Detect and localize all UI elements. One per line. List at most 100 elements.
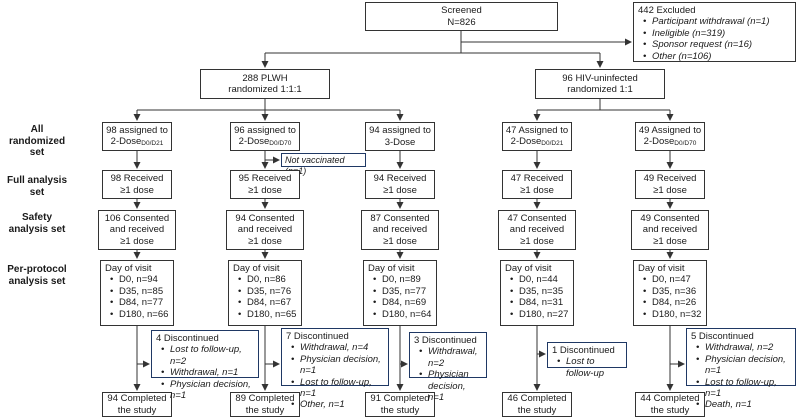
assigned-count: 98 assigned to [106, 124, 168, 136]
discontinued-title: 3 Discontinued [414, 335, 477, 346]
assigned-count: 94 assigned to [369, 125, 431, 137]
discontinued-title: 7 Discontinued [286, 331, 349, 342]
safety-count: 106 Consented [104, 212, 170, 224]
screened-title: Screened [441, 5, 482, 17]
discontinued-item: Withdrawal, n=2 [696, 342, 791, 354]
visit-box-4: Day of visit D0, n=44 D35, n=35 D84, n=3… [500, 260, 574, 326]
visit-item: D0, n=44 [510, 274, 569, 286]
hiv-uninfected-box: 96 HIV-uninfected randomized 1:1 [535, 69, 665, 99]
safety-count: 49 Consented [640, 212, 700, 224]
regimen-name: 2-DoseD0/D70 [643, 136, 697, 148]
label-per-protocol: Per-protocol analysis set [7, 264, 67, 287]
completed-text: the study [650, 404, 690, 416]
label-safety-analysis: Safety analysis set [8, 212, 66, 235]
discontinued-title: 5 Discontinued [691, 331, 754, 342]
visit-item: D180, n=64 [373, 309, 432, 321]
safety-text: and received [109, 224, 165, 236]
visit-item: D0, n=94 [110, 274, 169, 286]
visit-title: Day of visit [505, 263, 552, 274]
full-count: 49 Received [643, 173, 697, 185]
full-analysis-box-3: 94 Received ≥1 dose [365, 170, 435, 199]
assigned-count: 47 Assigned to [505, 124, 569, 136]
completed-text: the study [380, 404, 420, 416]
completed-count: 46 Completed [507, 393, 567, 405]
safety-dose: ≥1 dose [120, 235, 154, 247]
plwh-ratio: randomized 1:1:1 [228, 84, 302, 95]
safety-dose: ≥1 dose [248, 235, 282, 247]
discontinued-item: Physician decision, n=1 [419, 369, 482, 403]
full-dose: ≥1 dose [520, 184, 554, 196]
discontinued-item: Physician decision, n=1 [291, 354, 384, 377]
discontinued-item: Physician decision, n=1 [696, 354, 791, 377]
assigned-box-4: 47 Assigned to 2-DoseD0/D21 [502, 122, 572, 151]
label-full-analysis: Full analysis set [6, 175, 68, 198]
completed-box-1: 94 Completed the study [102, 392, 172, 417]
discontinued-box-3: 3 Discontinued Withdrawal, n=2 Physician… [409, 332, 487, 403]
visit-item: D0, n=89 [373, 274, 432, 286]
visit-title: Day of visit [105, 263, 152, 274]
visit-item: D180, n=65 [238, 309, 297, 321]
full-analysis-box-5: 49 Received ≥1 dose [635, 170, 705, 199]
excluded-item: Participant withdrawal (n=1) [643, 16, 791, 28]
visit-item: D84, n=26 [643, 297, 702, 309]
visit-item: D180, n=32 [643, 309, 702, 321]
completed-count: 91 Completed [370, 393, 430, 405]
discontinued-box-4: 1 Discontinued Lost to follow-up [547, 342, 627, 379]
full-count: 47 Received [510, 173, 564, 185]
full-analysis-box-2: 95 Received ≥1 dose [230, 170, 300, 199]
discontinued-item: Withdrawal, n=1 [161, 367, 254, 379]
safety-count: 87 Consented [370, 212, 430, 224]
discontinued-item: Death, n=1 [696, 399, 791, 411]
assigned-box-2: 96 assigned to 2-DoseD0/D70 [230, 122, 300, 151]
discontinued-item: Lost to follow-up, n=1 [696, 377, 791, 400]
discontinued-item: Lost to follow-up [557, 356, 622, 379]
plwh-box: 288 PLWH randomized 1:1:1 [200, 69, 330, 99]
screened-box: Screened N=826 [365, 2, 558, 31]
visit-item: D84, n=69 [373, 297, 432, 309]
excluded-item: Sponsor request (n=16) [643, 39, 791, 51]
full-count: 95 Received [238, 173, 292, 185]
visit-item: D84, n=67 [238, 297, 297, 309]
screened-count: N=826 [447, 16, 476, 28]
full-dose: ≥1 dose [120, 184, 154, 196]
assigned-count: 96 assigned to [234, 124, 296, 136]
not-vaccinated-box: Not vaccinated (n=1) [281, 153, 366, 176]
full-dose: ≥1 dose [653, 184, 687, 196]
safety-dose: ≥1 dose [520, 235, 554, 247]
plwh-count: 288 PLWH [242, 72, 288, 84]
full-analysis-box-4: 47 Received ≥1 dose [502, 170, 572, 199]
visit-title: Day of visit [233, 263, 280, 274]
safety-count: 47 Consented [507, 212, 567, 224]
regimen-name: 2-DoseD0/D21 [510, 136, 564, 148]
safety-count: 94 Consented [235, 212, 295, 224]
visit-box-3: Day of visit D0, n=89 D35, n=77 D84, n=6… [363, 260, 437, 326]
safety-box-5: 49 Consented and received ≥1 dose [631, 210, 709, 250]
completed-box-5: 44 Completed the study [635, 392, 705, 417]
visit-item: D180, n=27 [510, 309, 569, 321]
completed-count: 44 Completed [640, 393, 700, 405]
visit-item: D35, n=76 [238, 286, 297, 298]
visit-item: D84, n=31 [510, 297, 569, 309]
label-all-randomized: All randomized set [8, 124, 66, 158]
discontinued-box-2: 7 Discontinued Withdrawal, n=4 Physician… [281, 328, 389, 411]
regimen-name: 2-DoseD0/D70 [238, 136, 292, 148]
full-count: 98 Received [110, 173, 164, 185]
safety-box-3: 87 Consented and received ≥1 dose [361, 210, 439, 250]
safety-box-2: 94 Consented and received ≥1 dose [226, 210, 304, 250]
regimen-name: 2-DoseD0/D21 [110, 136, 164, 148]
assigned-box-1: 98 assigned to 2-DoseD0/D21 [102, 122, 172, 151]
completed-text: the study [117, 404, 157, 416]
excluded-title: 442 Excluded [638, 5, 696, 16]
discontinued-item: Other, n=1 [291, 399, 384, 411]
excluded-list: Participant withdrawal (n=1) Ineligible … [638, 16, 791, 62]
safety-dose: ≥1 dose [653, 235, 687, 247]
assigned-box-5: 49 Assigned to 2-DoseD0/D70 [635, 122, 705, 151]
visit-item: D35, n=36 [643, 286, 702, 298]
completed-count: 94 Completed [107, 393, 167, 405]
full-dose: ≥1 dose [383, 184, 417, 196]
completed-box-4: 46 Completed the study [502, 392, 572, 417]
discontinued-item: Withdrawal, n=2 [419, 346, 482, 369]
safety-text: and received [372, 224, 428, 236]
visit-title: Day of visit [638, 263, 685, 274]
